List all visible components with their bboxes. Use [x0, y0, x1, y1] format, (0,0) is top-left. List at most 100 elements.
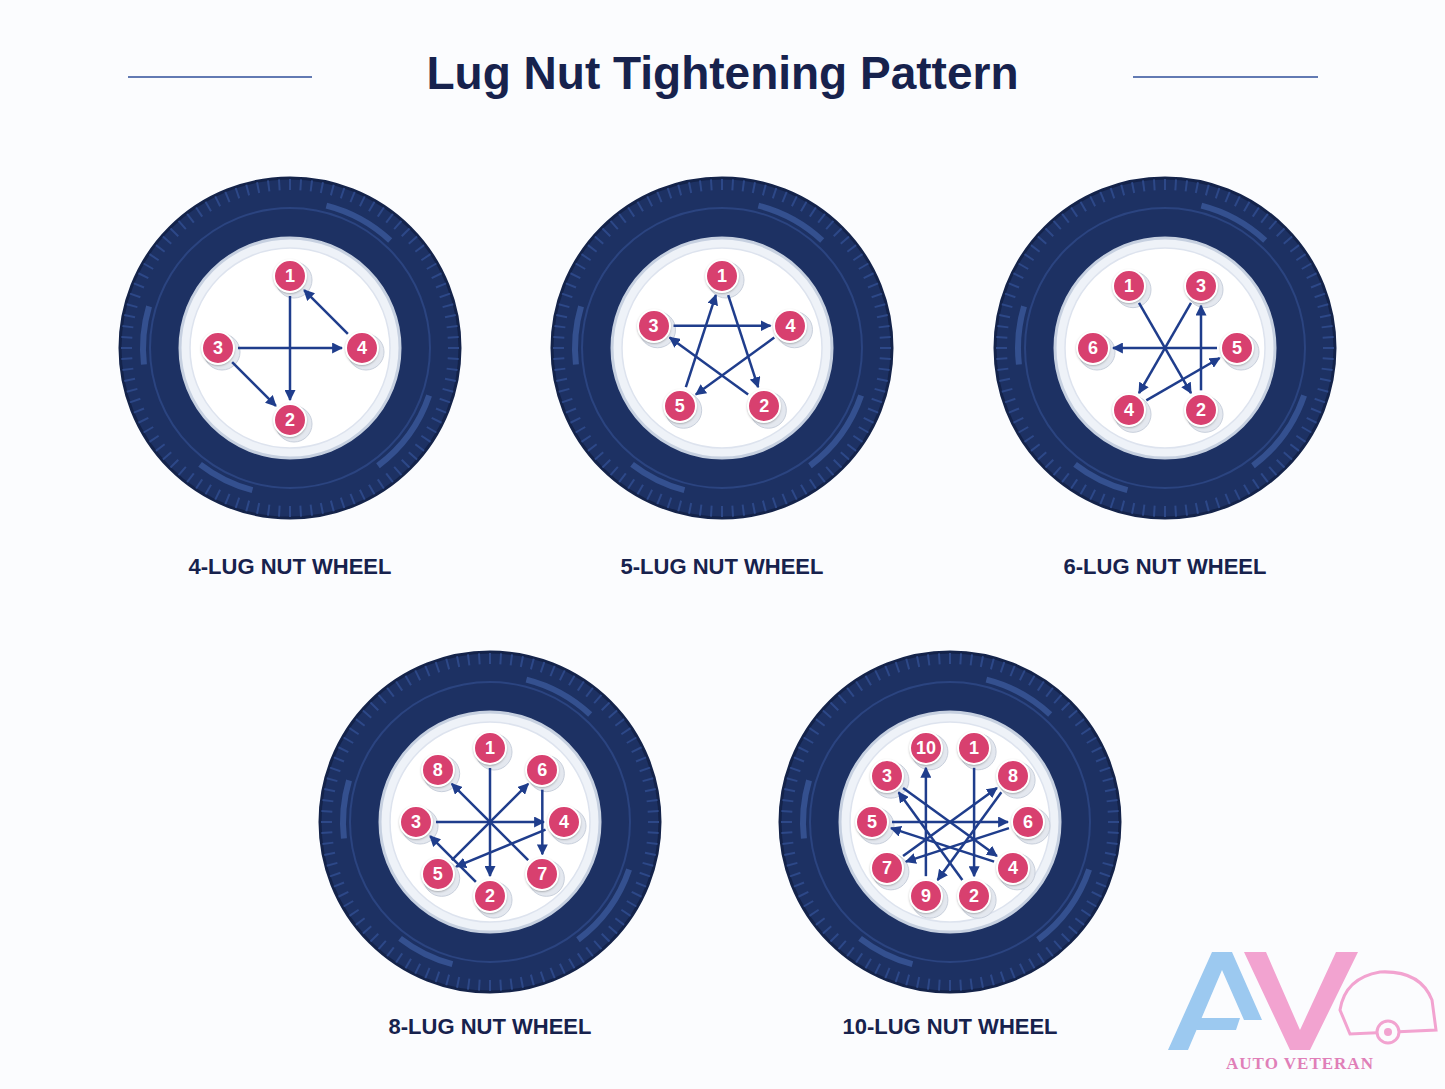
tread-mark — [1235, 490, 1240, 500]
tread-mark — [511, 979, 512, 990]
callout-number: 1 — [485, 739, 495, 757]
tread-mark — [1024, 254, 1033, 260]
tread-mark — [1103, 778, 1114, 781]
tread-mark — [569, 959, 575, 969]
callout-number: 4 — [357, 339, 367, 357]
tread-mark — [611, 221, 618, 229]
tread-mark — [1269, 467, 1276, 475]
tread-mark — [609, 926, 617, 933]
tread-mark — [885, 968, 889, 978]
lug-nut: 8 — [421, 753, 455, 787]
tread-mark — [1046, 688, 1053, 697]
tread-mark — [1323, 357, 1334, 360]
callout-number: 5 — [675, 397, 685, 415]
tread-mark — [1031, 444, 1040, 451]
tread-mark — [378, 207, 384, 216]
lug-nut: 2 — [273, 403, 307, 437]
tread-mark — [853, 436, 862, 442]
tread-mark — [311, 505, 312, 516]
tread-mark — [127, 389, 138, 392]
tread-mark — [689, 503, 691, 514]
tread-mark — [1092, 747, 1102, 752]
tread-mark — [1290, 245, 1299, 252]
tread-mark — [1071, 207, 1077, 216]
tread-mark — [409, 452, 417, 459]
tread-mark — [468, 979, 469, 990]
sequence-arrow — [452, 784, 528, 860]
tread-mark — [856, 953, 862, 962]
tread-mark — [938, 653, 941, 664]
tread-mark — [595, 237, 603, 244]
tread-mark — [997, 326, 1008, 327]
callout-number: 2 — [485, 887, 495, 905]
tread-mark — [387, 688, 394, 697]
tread-mark — [1277, 228, 1285, 236]
tread-mark — [257, 182, 259, 193]
tread-mark — [668, 188, 672, 198]
tread-mark — [678, 501, 681, 512]
tread-mark — [996, 357, 1007, 360]
tread-mark — [810, 207, 816, 216]
tread-mark — [818, 214, 825, 223]
sequence-arrow — [674, 325, 771, 328]
lug-nut: 1 — [273, 259, 307, 293]
lug-nut: 3 — [1184, 269, 1218, 303]
tread-mark — [1108, 831, 1119, 834]
tread-mark — [560, 670, 565, 680]
tread-mark — [268, 180, 269, 191]
sidewall-highlight — [630, 462, 685, 493]
tread-mark — [1010, 666, 1014, 676]
tread-mark — [448, 357, 459, 360]
tread-mark — [959, 980, 962, 991]
tread-mark — [1153, 179, 1156, 190]
tread-mark — [1062, 473, 1069, 482]
tread-mark — [1029, 676, 1035, 686]
tread-mark — [1307, 273, 1317, 278]
tread-mark — [879, 326, 890, 327]
tread-mark — [1206, 185, 1209, 196]
tread-mark — [1045, 460, 1053, 468]
tread-mark — [657, 494, 661, 504]
lug-nut: 1 — [957, 731, 991, 765]
tread-mark — [341, 498, 345, 508]
tread-mark — [327, 863, 338, 866]
tread-mark — [246, 185, 249, 196]
tread-mark — [615, 918, 624, 925]
tread-mark — [877, 379, 888, 381]
tread-mark — [1045, 228, 1053, 236]
tread-mark — [782, 843, 793, 844]
tread-mark — [621, 728, 630, 734]
tread-mark — [387, 947, 394, 956]
tread-mark — [156, 245, 165, 252]
tread-mark — [880, 357, 891, 360]
tread-mark — [875, 389, 886, 392]
tread-mark — [1071, 479, 1077, 488]
tread-mark — [1100, 768, 1110, 772]
tread-mark — [1108, 810, 1119, 813]
tread-mark — [379, 695, 386, 703]
tread-mark — [409, 237, 417, 244]
sidewall-highlight — [858, 936, 913, 967]
tread-mark — [1069, 711, 1077, 718]
tread-mark — [566, 408, 576, 412]
tread-mark — [809, 910, 818, 916]
tread-mark — [804, 738, 814, 744]
tread-mark — [394, 221, 401, 229]
tread-mark — [928, 979, 929, 990]
tread-mark — [1269, 221, 1276, 229]
lug-nut: 10 — [909, 731, 943, 765]
tread-mark — [792, 490, 797, 500]
tread-mark — [321, 182, 323, 193]
tread-mark — [327, 778, 338, 781]
tread-mark — [1069, 926, 1077, 933]
tread-mark — [124, 315, 135, 317]
tread-mark — [689, 182, 691, 193]
tread-mark — [816, 719, 825, 726]
tread-mark — [1253, 479, 1259, 488]
tread-mark — [289, 179, 291, 190]
tread-mark — [879, 369, 890, 370]
tread-mark — [621, 910, 630, 916]
tread-mark — [710, 506, 713, 517]
tread-mark — [1164, 506, 1166, 517]
logo — [1168, 952, 1436, 1050]
